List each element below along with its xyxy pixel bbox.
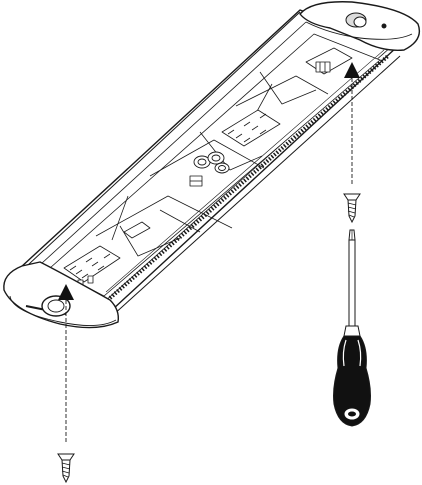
reflector-strip [108,54,390,300]
light-fixture-icon [3,1,421,329]
arrow-up-icon [344,62,360,184]
internal-partitions [95,71,329,257]
terminal-block-center [221,109,281,147]
wire-connectors [193,151,230,174]
arrow-head-right [344,62,360,78]
arrow-up-icon [58,284,74,444]
fixture-left-rim [13,11,301,279]
screwdriver-icon [333,229,371,427]
fixture-left-rim-inner [29,21,307,275]
knockout-hole-right [353,16,367,28]
screwdriver-shaft [348,239,356,327]
screw-icon [57,453,75,484]
terminal-block-upper [305,47,353,75]
mounting-bracket [123,175,203,239]
screw-icon [343,193,361,224]
screwdriver-handle [333,335,371,427]
arrow-head-left [58,284,74,300]
end-cap-right [299,1,421,51]
reflector-strip-edge [105,49,385,293]
